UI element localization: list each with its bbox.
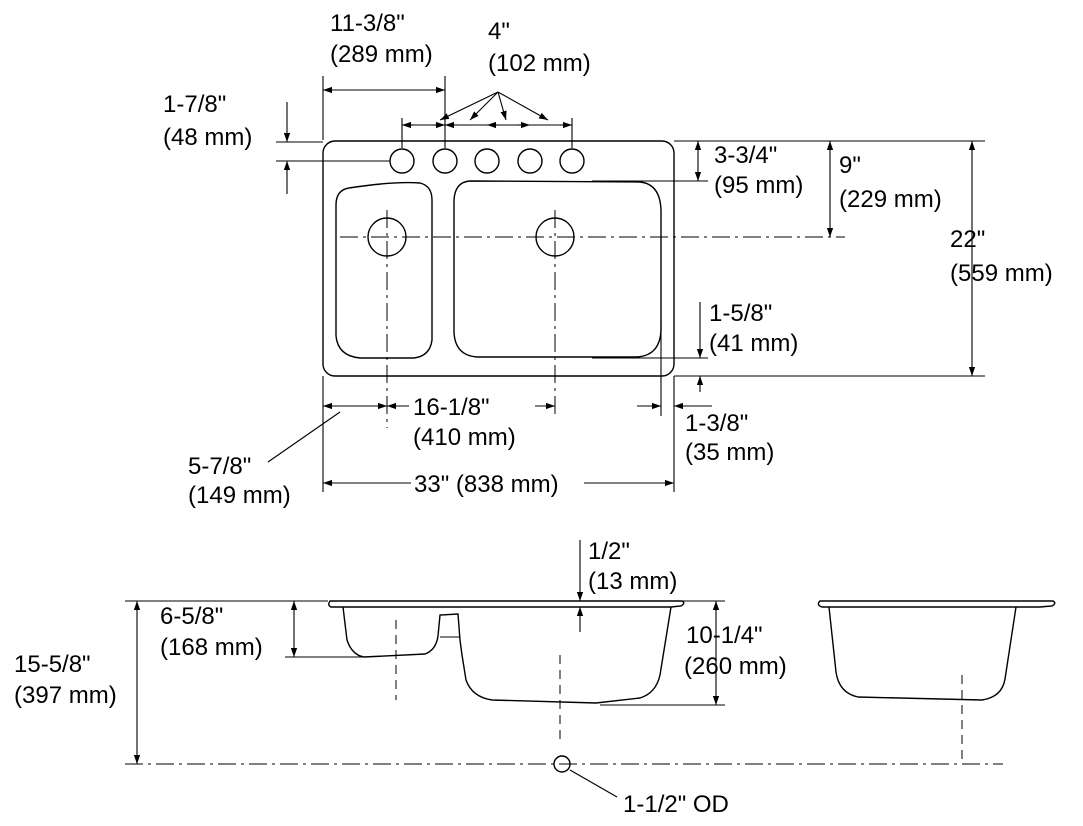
overall-width: 33" (838 mm) bbox=[414, 471, 559, 498]
drain-from-back-mm: (229 mm) bbox=[839, 186, 942, 213]
sink-rim-outline bbox=[322, 140, 675, 377]
faucet-offset-mm: (289 mm) bbox=[330, 41, 433, 68]
section-view: 1/2" (13 mm) 6-5/8" (168 mm) 10-1/4" (26… bbox=[14, 538, 1003, 818]
large-bowl-profile bbox=[461, 606, 672, 704]
drain-from-back-in: 9" bbox=[839, 152, 861, 179]
rim-thickness-mm: (13 mm) bbox=[588, 568, 677, 595]
front-rim-mm: (41 mm) bbox=[709, 330, 798, 357]
faucet-hole bbox=[559, 148, 585, 174]
side-view-rim bbox=[817, 600, 1056, 608]
faucet-hole bbox=[474, 148, 500, 174]
faucet-hole bbox=[432, 148, 458, 174]
faucet-offset-in: 11-3/8" bbox=[330, 10, 405, 37]
rim-thickness-in: 1/2" bbox=[588, 538, 630, 565]
large-bowl-depth-mm: (260 mm) bbox=[684, 653, 787, 680]
side-rim-in: 1-3/8" bbox=[685, 410, 748, 437]
small-bowl-outline bbox=[335, 181, 433, 359]
side-view bbox=[817, 600, 1056, 760]
outlet-height-in: 15-5/8" bbox=[14, 651, 91, 678]
hole-spacing-in: 4" bbox=[488, 18, 510, 45]
hole-to-bowl-mm: (95 mm) bbox=[714, 172, 803, 199]
overall-depth-mm: (559 mm) bbox=[950, 260, 1053, 287]
sink-section-rim bbox=[328, 600, 685, 608]
left-drain-offset-in: 5-7/8" bbox=[188, 453, 251, 480]
overall-depth-in: 22" bbox=[950, 226, 985, 253]
faucet-hole bbox=[517, 148, 543, 174]
drain-spacing-in: 16-1/8" bbox=[413, 394, 490, 421]
side-rim-mm: (35 mm) bbox=[685, 439, 774, 466]
drain-spacing-mm: (410 mm) bbox=[413, 424, 516, 451]
deck-to-hole-mm: (48 mm) bbox=[163, 124, 252, 151]
hole-to-bowl-in: 3-3/4" bbox=[714, 142, 777, 169]
large-bowl-depth-in: 10-1/4" bbox=[686, 622, 763, 649]
small-bowl-profile bbox=[342, 606, 463, 658]
hole-spacing-mm: (102 mm) bbox=[488, 50, 591, 77]
deck-to-hole-in: 1-7/8" bbox=[163, 91, 226, 118]
side-view-bowl bbox=[828, 606, 1017, 701]
large-bowl-outline bbox=[453, 180, 662, 358]
small-bowl-depth-mm: (168 mm) bbox=[160, 634, 263, 661]
front-rim-in: 1-5/8" bbox=[709, 300, 772, 327]
plan-view: 11-3/8" (289 mm) 4" (102 mm) 1-7/8" (48 … bbox=[163, 10, 1053, 509]
small-bowl-depth-in: 6-5/8" bbox=[160, 603, 223, 630]
outlet-height-mm: (397 mm) bbox=[14, 682, 117, 709]
outlet-od: 1-1/2" OD bbox=[623, 791, 729, 818]
faucet-hole bbox=[389, 148, 415, 174]
left-drain-offset-mm: (149 mm) bbox=[188, 482, 291, 509]
